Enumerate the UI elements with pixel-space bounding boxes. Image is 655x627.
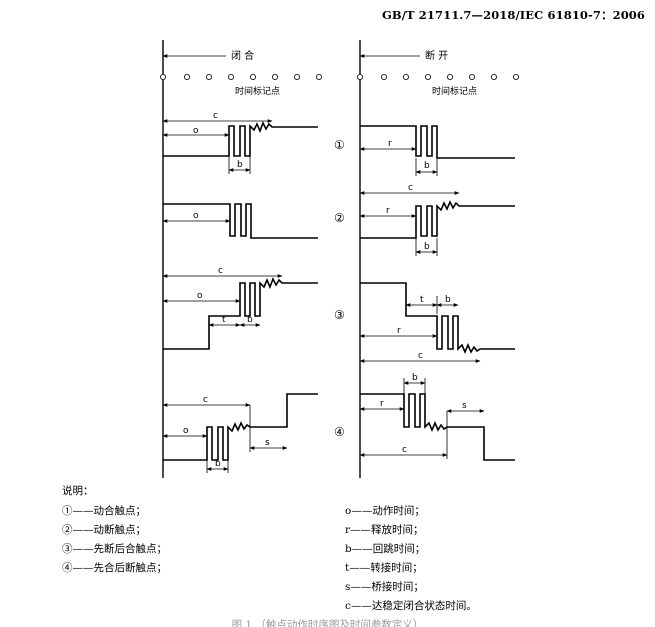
circled-number-3: ③ [334,308,345,322]
row1-label-c: c [213,111,218,121]
row4-label-o: o [183,426,189,436]
figure-caption: 图 1 （触点动作时序图及时间参数定义） [231,619,424,627]
row2-label-r: r [386,206,390,216]
row3-label-c: c [218,266,223,276]
open-label: 断 开 [425,49,448,62]
row3-label-t: t [222,315,226,325]
row1-label-b-right: b [424,161,430,171]
row3-label-b-right: b [445,295,451,305]
row4-label-s: s [265,438,270,448]
row1-label-r: r [388,139,392,149]
row4-label-r: r [380,399,384,409]
legend-contact-4: ④——先合后断触点； [62,562,167,574]
row4-left-waveform: c o s b [162,393,318,473]
row4-label-c: c [203,395,208,405]
row2-label-o: o [193,211,199,221]
right-marker-label: 时间标记点 [432,85,477,97]
row3-label-o: o [197,291,203,301]
circled-number-1: ① [334,138,345,152]
close-label: 闭 合 [231,49,254,62]
row4-label-c-right: c [402,445,407,455]
row3-label-t-right: t [420,295,424,305]
circled-number-4: ④ [334,425,345,439]
circled-number-2: ② [334,211,345,225]
standard-header: GB/T 21711.7—2018/IEC 61810-7：2006 [381,8,645,22]
row1-label-b: b [237,160,243,170]
row4-label-b: b [215,459,221,469]
legend-time-o: o——动作时间； [345,505,425,517]
row1-label-o: o [193,126,199,136]
right-time-markers [356,74,520,81]
left-time-markers [159,74,322,81]
row2-right-waveform: c r b [359,183,515,256]
row3-label-r: r [397,326,401,336]
row1-left-waveform: c o b [162,111,318,174]
legend-contact-2: ②——动断触点； [62,524,146,536]
row2-label-b: b [424,242,430,252]
legend-time-b: b——回跳时间； [345,543,426,555]
legend-contact-1: ①——动合触点； [62,505,146,517]
row1-right-waveform: r b [359,125,515,176]
row4-label-s-right: s [462,401,467,411]
timing-diagram: 闭 合 断 开 时间标记点 时间标记点 [159,40,520,478]
legend-time-r: r——释放时间； [345,524,424,536]
row2-label-c: c [408,183,413,193]
row4-label-b-right: b [412,373,418,383]
row2-left-waveform: o [162,203,318,239]
left-marker-label: 时间标记点 [235,85,280,97]
row3-label-c-right: c [418,351,423,361]
row3-label-b: b [247,315,253,325]
row3-right-waveform: t b r c [359,282,515,363]
legend-contact-3: ③——先断后合触点； [62,543,167,555]
legend-time-t: t——转接时间； [345,562,423,574]
row3-left-waveform: c o t b [162,266,318,350]
row4-right-waveform: b r s c [359,373,515,461]
legend-time-c: c——达稳定闭合状态时间。 [345,600,477,612]
legend-time-s: s——桥接时间； [345,581,424,593]
